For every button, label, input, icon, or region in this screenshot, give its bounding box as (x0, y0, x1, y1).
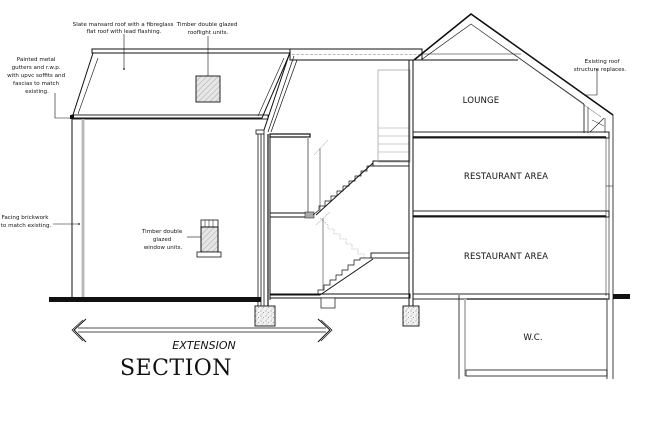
foundation (402, 305, 420, 327)
extension-roof (70, 48, 291, 120)
foundation (254, 305, 276, 327)
window-unit (196, 219, 222, 258)
window-note: Timber double glazed window units. (141, 229, 184, 251)
extension-walls (49, 119, 420, 327)
gutters-note: Painted metal gutters and r.w.p. with up… (7, 57, 67, 95)
room-label-wc: W.C. (523, 333, 542, 343)
room-label-restaurant-upper: RESTAURANT AREA (464, 172, 548, 182)
link-flat-roof (263, 48, 423, 133)
extension-label: EXTENSION (172, 339, 236, 352)
room-label-restaurant-lower: RESTAURANT AREA (464, 252, 548, 262)
extension-arrow (71, 318, 333, 343)
leader-lines (53, 34, 598, 343)
rooflight-note: Timber double glazed rooflight units. (176, 22, 239, 36)
rooflight (195, 75, 221, 103)
roof-note: Slate mansard roof with a fibreglass fla… (73, 22, 176, 35)
drawing-title: SECTION (120, 356, 232, 381)
stair-core (269, 69, 411, 309)
brickwork-note: Facing brickwork to match existing. (1, 215, 52, 229)
existing-building (408, 12, 630, 379)
existing-roof-note: Existing roof structure replaces. (574, 59, 627, 73)
room-label-lounge: LOUNGE (463, 96, 500, 106)
